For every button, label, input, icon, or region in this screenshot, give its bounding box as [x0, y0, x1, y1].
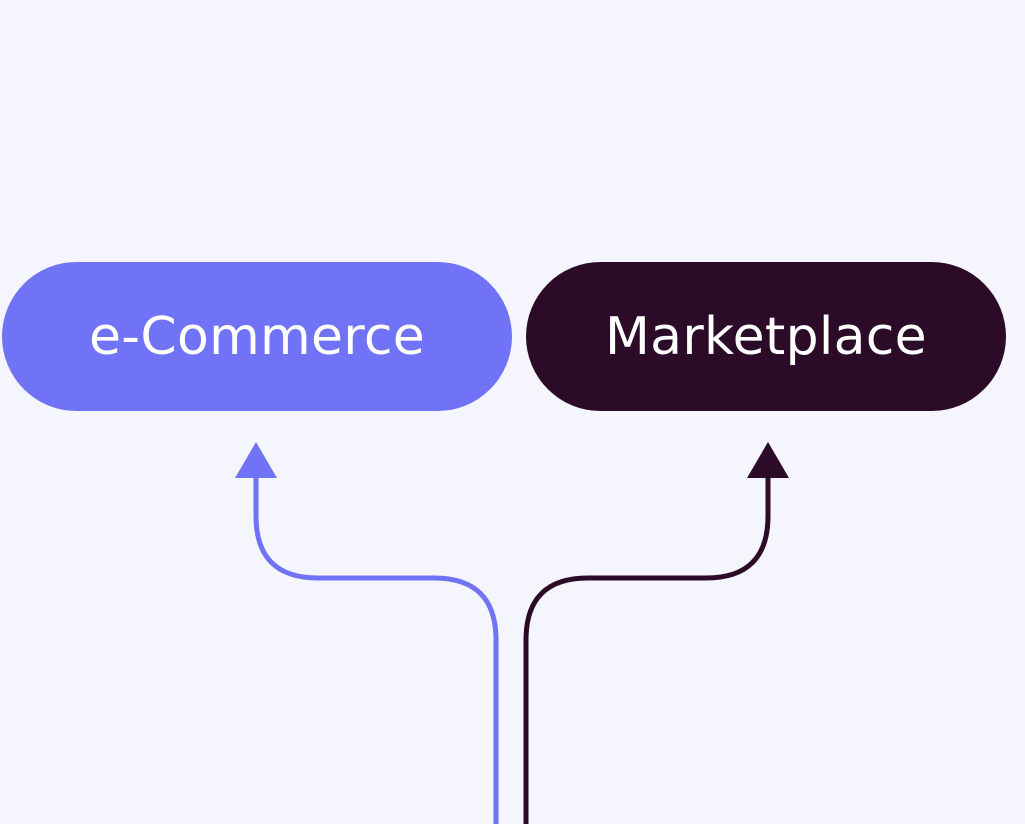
- connector-to-marketplace: [523, 475, 771, 824]
- arrowhead-ecommerce: [235, 442, 277, 478]
- arrowhead-marketplace: [747, 442, 789, 478]
- marketplace-node: Marketplace: [526, 262, 1006, 411]
- ecommerce-label: e-Commerce: [89, 306, 425, 367]
- connector-to-ecommerce: [253, 475, 499, 824]
- marketplace-label: Marketplace: [605, 306, 927, 367]
- ecommerce-node: e-Commerce: [2, 262, 512, 411]
